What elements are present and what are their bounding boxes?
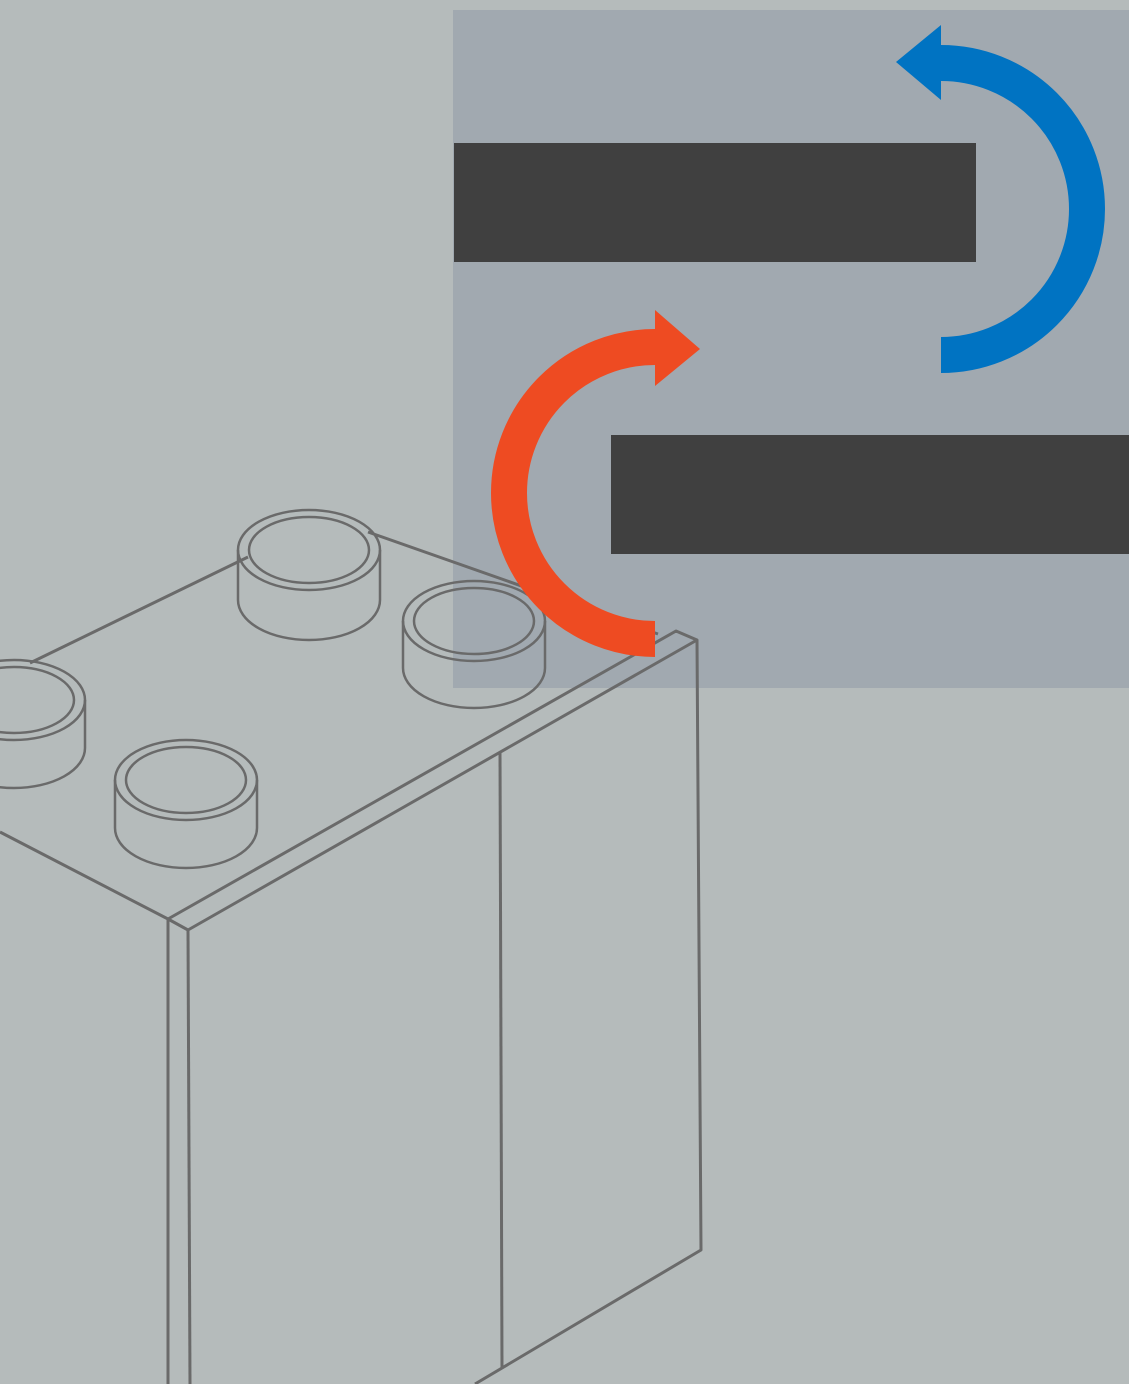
blue-curved-arrow-icon bbox=[896, 25, 1105, 373]
brick-stud bbox=[236, 508, 382, 642]
red-curved-arrow-icon bbox=[491, 310, 700, 657]
lower-dark-bar bbox=[611, 435, 1129, 554]
brick-stud bbox=[113, 738, 259, 870]
brick-stud bbox=[401, 579, 547, 710]
brick-stud bbox=[0, 658, 87, 790]
toy-brick-outline bbox=[0, 508, 703, 1384]
upper-dark-bar bbox=[454, 143, 976, 262]
